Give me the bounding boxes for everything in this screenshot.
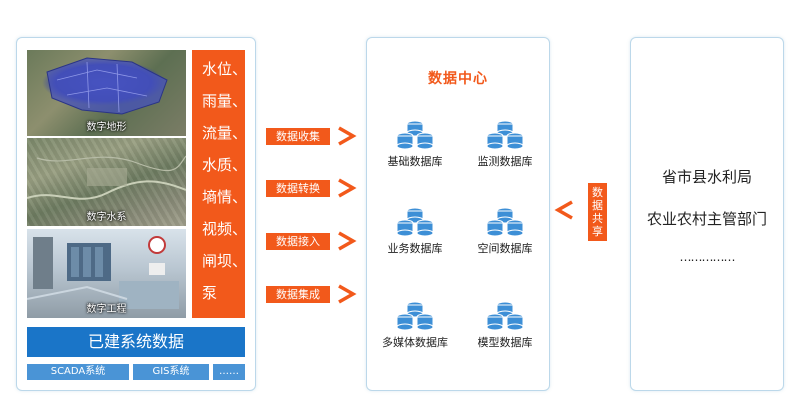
data-center-panel: 数据中心 基础数据库 监测数据库 [366, 37, 550, 391]
dept-more: …………… [679, 250, 736, 264]
data-type-item: 雨量、 [202, 92, 248, 110]
db-multimedia: 多媒体数据库 [373, 299, 457, 350]
db-label: 业务数据库 [387, 242, 443, 255]
share-label-line: 共享 [592, 212, 603, 238]
tile-label-terrain: 数字地形 [86, 122, 127, 133]
database-icon [486, 207, 524, 237]
water-system-graphic [27, 155, 186, 200]
chevron-left-icon [554, 200, 573, 220]
db-spatial: 空间数据库 [463, 205, 547, 256]
dept-agriculture: 农业农村主管部门 [646, 210, 767, 228]
data-type-item: 视频、 [202, 220, 248, 238]
dept-water-bureau: 省市县水利局 [661, 168, 752, 186]
step-data-access: 数据接入 [266, 233, 330, 250]
chevron-right-icon [338, 178, 357, 198]
data-type-item: 水质、 [202, 156, 248, 174]
db-label: 基础数据库 [387, 155, 443, 168]
step-data-collection: 数据收集 [266, 128, 330, 145]
db-business: 业务数据库 [373, 205, 457, 256]
tile-label-engineering: 数字工程 [86, 304, 127, 315]
database-icon [486, 301, 524, 331]
database-icon [396, 207, 434, 237]
db-basic: 基础数据库 [373, 118, 457, 169]
digital-terrain-image: 数字地形 [27, 50, 186, 136]
digital-water-system-image: 数字水系 [27, 138, 186, 226]
system-tab-scada: SCADA系统 [27, 364, 129, 380]
chevron-right-icon [338, 284, 357, 304]
digital-engineering-image: 数字工程 [27, 229, 186, 318]
db-label: 模型数据库 [477, 336, 533, 349]
built-system-data-bar: 已建系统数据 [27, 327, 245, 357]
source-data-panel: 数字地形 数字水系 数字工程 水位、 雨量、 流量、 水质、 墒情、 视频、 闸… [16, 37, 256, 391]
db-label: 空间数据库 [477, 242, 533, 255]
db-model: 模型数据库 [463, 299, 547, 350]
data-type-item: 水位、 [202, 60, 248, 78]
data-type-item: 流量、 [202, 124, 248, 142]
db-label: 多媒体数据库 [382, 336, 448, 349]
system-tab-more: …… [213, 364, 245, 380]
departments-panel: 省市县水利局 农业农村主管部门 …………… [630, 37, 784, 391]
database-icon [396, 120, 434, 150]
data-share-label: 数据 共享 [588, 183, 607, 241]
system-tab-gis: GIS系统 [133, 364, 209, 380]
data-center-title: 数据中心 [428, 71, 488, 87]
tile-label-water: 数字水系 [86, 212, 127, 223]
db-monitoring: 监测数据库 [463, 118, 547, 169]
terrain-map-graphic [46, 57, 168, 115]
data-type-list: 水位、 雨量、 流量、 水质、 墒情、 视频、 闸坝、 泵 [192, 50, 248, 318]
data-type-item: 墒情、 [202, 188, 248, 206]
database-icon [486, 120, 524, 150]
step-data-integration: 数据集成 [266, 286, 330, 303]
step-data-conversion: 数据转换 [266, 180, 330, 197]
data-type-item: 闸坝、 [202, 252, 248, 270]
data-type-item: 泵 [202, 284, 218, 302]
engineering-graphic [27, 236, 179, 309]
chevron-right-icon [338, 231, 357, 251]
share-label-line: 数据 [592, 186, 603, 212]
db-label: 监测数据库 [477, 155, 533, 168]
database-icon [396, 301, 434, 331]
chevron-right-icon [338, 126, 357, 146]
